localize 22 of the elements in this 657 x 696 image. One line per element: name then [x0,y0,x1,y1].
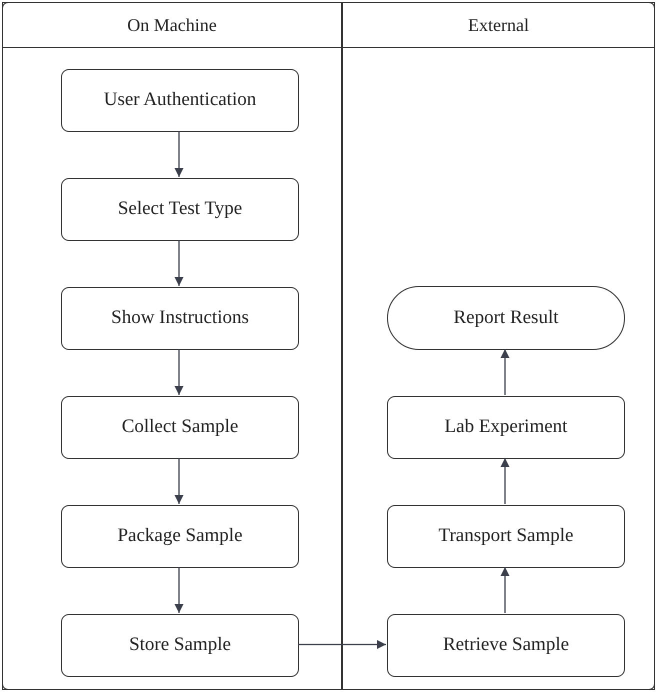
process-box: Store Sample [61,614,299,677]
arrow [174,240,184,286]
process-box: Transport Sample [387,505,625,568]
arrow [174,458,184,504]
arrow [174,567,184,613]
swimlane [2,2,342,690]
process-box: Show Instructions [61,287,299,350]
process-box: Retrieve Sample [387,614,625,677]
arrow [500,567,510,613]
process-box: Collect Sample [61,396,299,459]
arrow [174,349,184,395]
lane-title: On Machine [127,14,217,36]
arrow [500,349,510,395]
process-box: Select Test Type [61,178,299,241]
swimlane [342,2,655,690]
process-box: User Authentication [61,69,299,132]
arrow [174,131,184,177]
arrow [500,458,510,504]
process-box: Package Sample [61,505,299,568]
process-box: Lab Experiment [387,396,625,459]
arrow [298,640,386,649]
lane-title: External [468,14,529,36]
